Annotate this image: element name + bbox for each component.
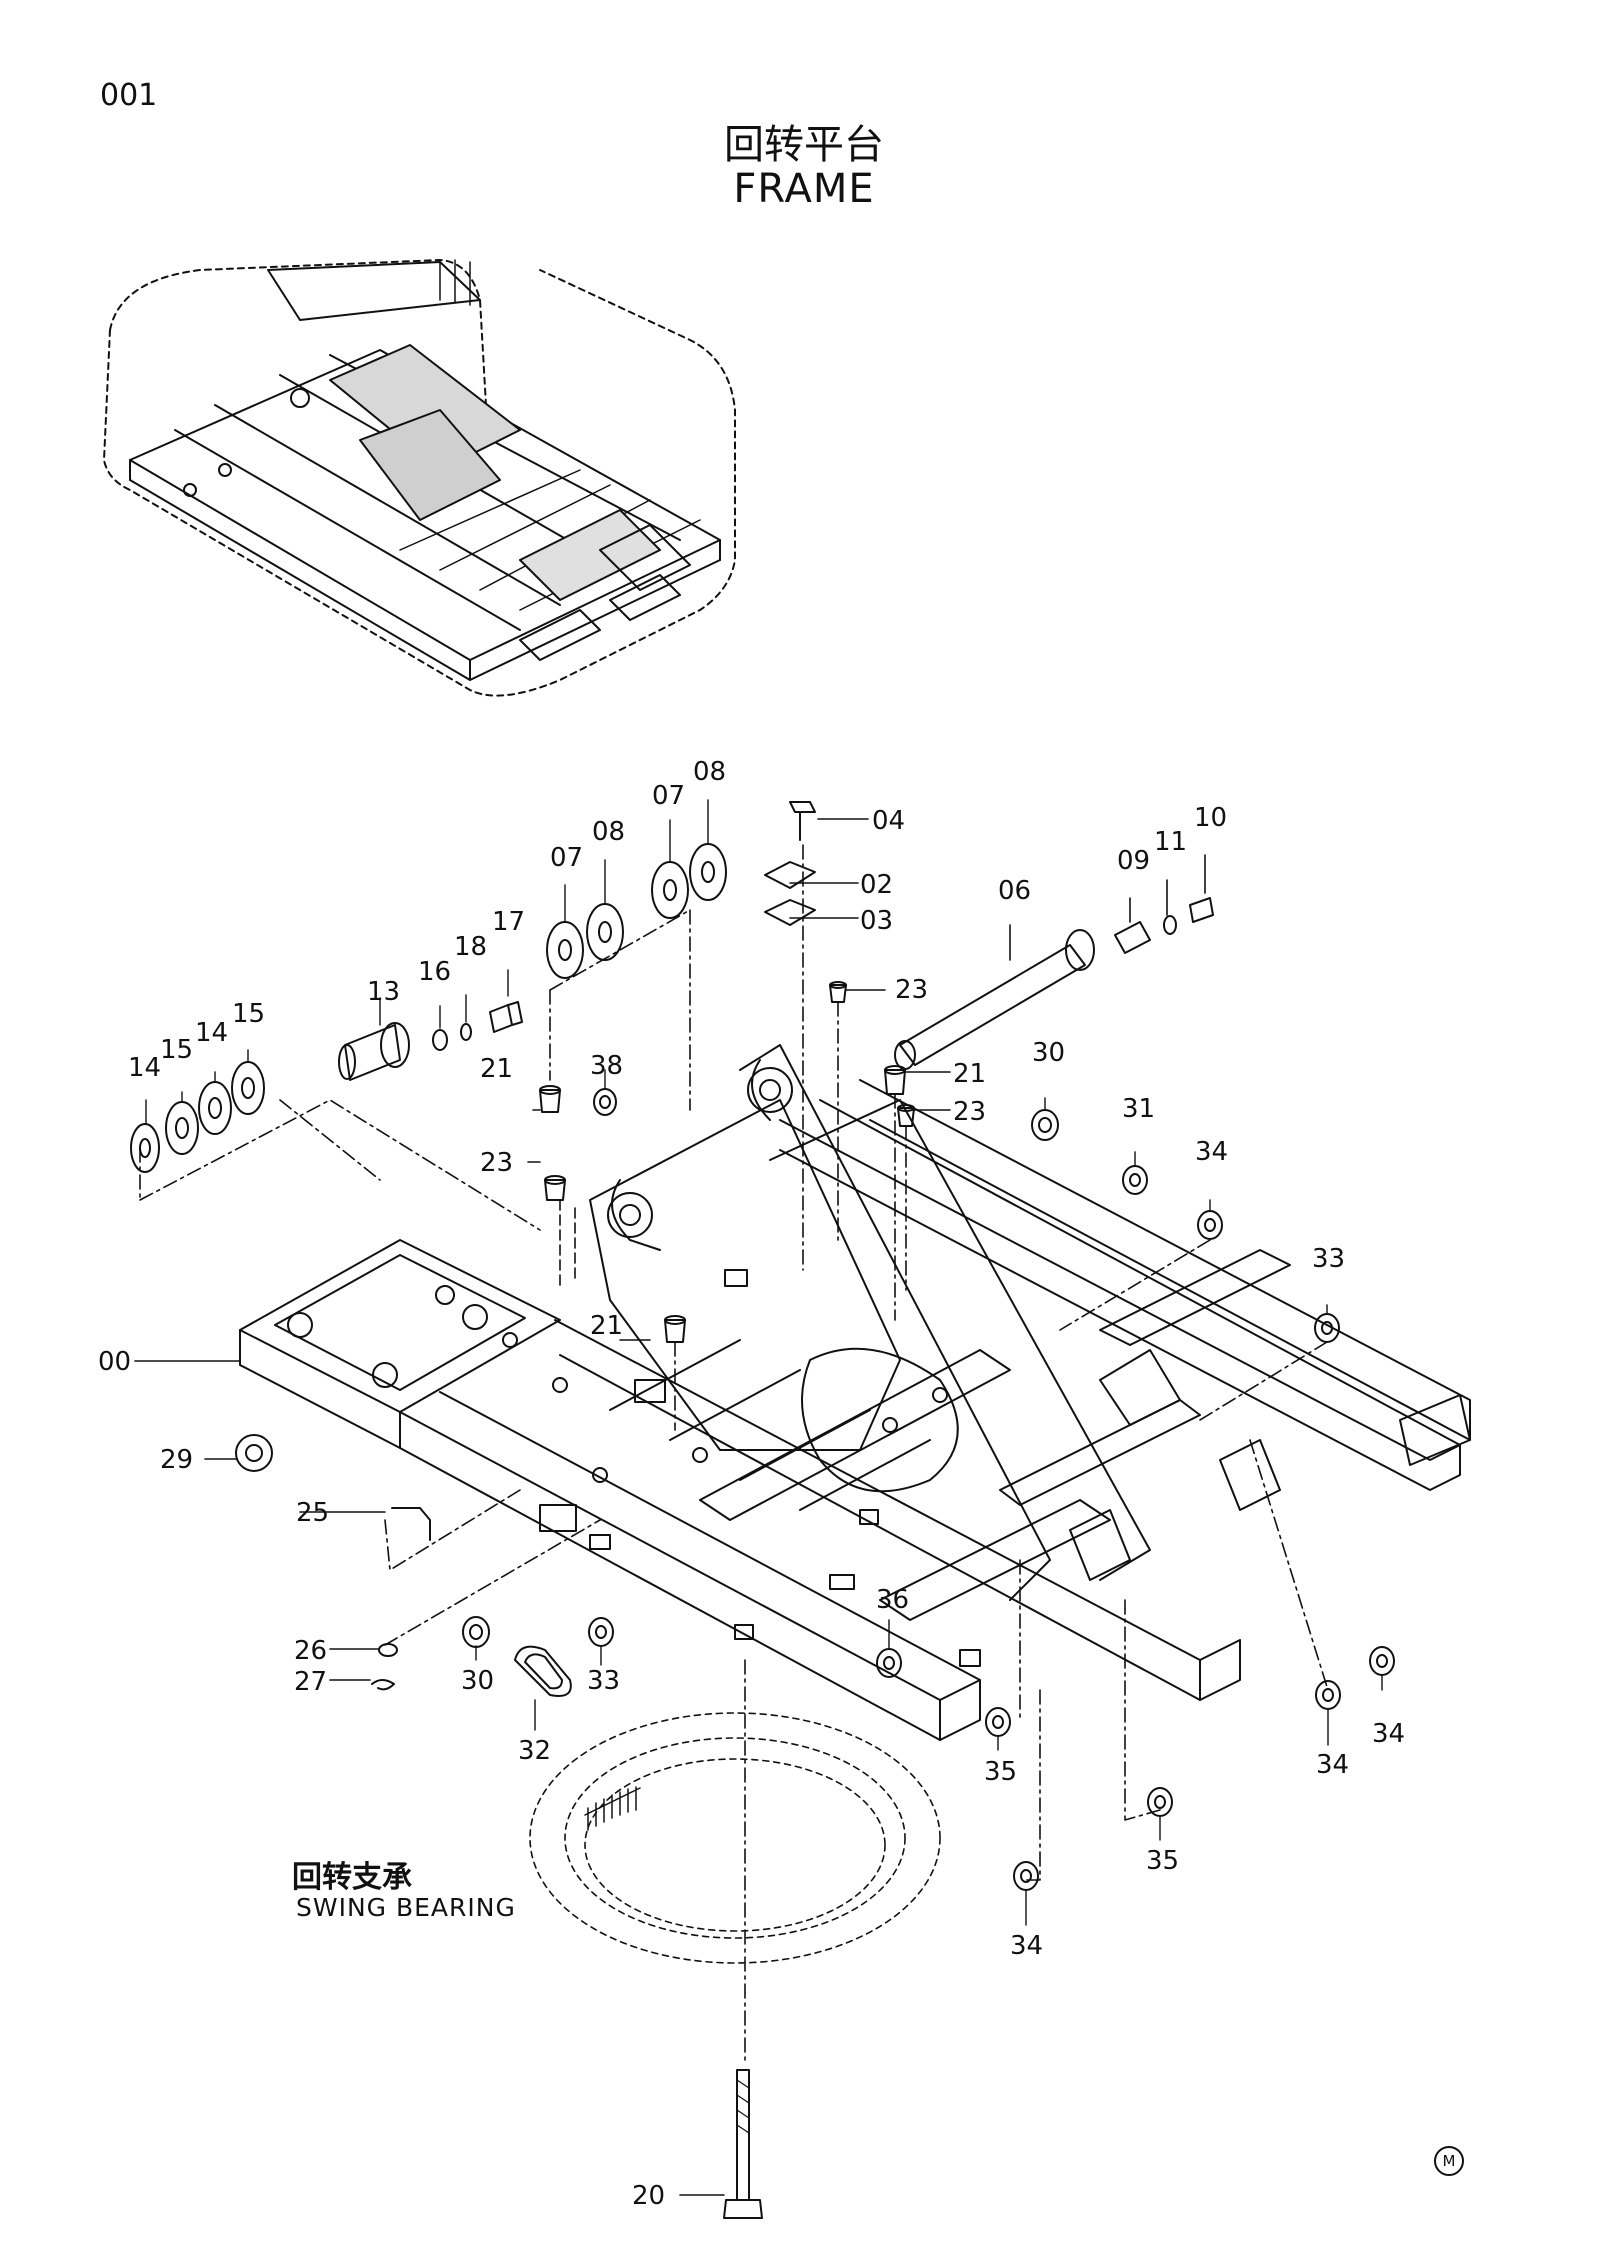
callout-25: 25	[296, 1498, 329, 1528]
callout-00: 00	[98, 1347, 131, 1377]
callout-20: 20	[632, 2181, 665, 2211]
callout-33-a: 33	[1312, 1244, 1345, 1274]
swing-bearing-ring	[529, 1712, 941, 1964]
callout-36: 36	[876, 1585, 909, 1615]
callout-34-b: 34	[1316, 1750, 1349, 1780]
callout-26: 26	[294, 1636, 327, 1666]
page-number: 001	[100, 78, 158, 113]
callout-33-b: 33	[587, 1666, 620, 1696]
callout-14-b: 14	[195, 1018, 228, 1048]
callout-30-b: 30	[461, 1666, 494, 1696]
callout-17: 17	[492, 907, 525, 937]
callout-35-a: 35	[984, 1757, 1017, 1787]
callout-23-c: 23	[953, 1097, 986, 1127]
callout-16: 16	[418, 957, 451, 987]
callout-04: 04	[872, 806, 905, 836]
callout-06: 06	[998, 876, 1031, 906]
callout-15-a: 15	[160, 1035, 193, 1065]
callout-32: 32	[518, 1736, 551, 1766]
callout-21-a: 21	[480, 1054, 513, 1084]
callout-23-b: 23	[480, 1148, 513, 1178]
callout-31: 31	[1122, 1094, 1155, 1124]
callout-10: 10	[1194, 803, 1227, 833]
callout-08-a: 08	[592, 817, 625, 847]
swing-bearing-label-chinese: 回转支承	[292, 1860, 412, 1895]
leader-lines	[134, 818, 1329, 2196]
callout-02: 02	[860, 870, 893, 900]
callout-30-a: 30	[1032, 1038, 1065, 1068]
callout-labels: 04 02 03 06 09 11 10 07 08 07 08 17 18 1…	[98, 757, 1405, 2211]
callout-08-b: 08	[693, 757, 726, 787]
callout-14-a: 14	[128, 1053, 161, 1083]
callout-18: 18	[454, 932, 487, 962]
bolt-20	[723, 2069, 763, 2219]
callout-21-c: 21	[590, 1311, 623, 1341]
callout-23-a: 23	[895, 975, 928, 1005]
title-chinese: 回转平台	[724, 122, 884, 168]
callout-34-d: 34	[1010, 1931, 1043, 1961]
swing-bearing-teeth	[584, 1786, 641, 1831]
corner-mark: M	[1434, 2146, 1464, 2176]
callout-21-b: 21	[953, 1059, 986, 1089]
callout-34-a: 34	[1195, 1137, 1228, 1167]
callout-35-b: 35	[1146, 1846, 1179, 1876]
excavator-overview-thumbnail	[103, 259, 736, 697]
callout-07-a: 07	[550, 843, 583, 873]
swing-bearing-label-english: SWING BEARING	[296, 1893, 516, 1922]
pins-washers-bushings	[130, 801, 1395, 1891]
callout-38: 38	[590, 1051, 623, 1081]
callout-15-b: 15	[232, 999, 265, 1029]
callout-11: 11	[1154, 827, 1187, 857]
main-frame-assembly	[239, 1044, 1471, 1741]
callout-27: 27	[294, 1667, 327, 1697]
title-english: FRAME	[733, 166, 875, 212]
callout-09: 09	[1117, 846, 1150, 876]
callout-ticks	[145, 799, 1383, 1926]
callout-07-b: 07	[652, 781, 685, 811]
callout-03: 03	[860, 906, 893, 936]
callout-34-c: 34	[1372, 1719, 1405, 1749]
callout-13: 13	[367, 977, 400, 1007]
callout-29: 29	[160, 1445, 193, 1475]
